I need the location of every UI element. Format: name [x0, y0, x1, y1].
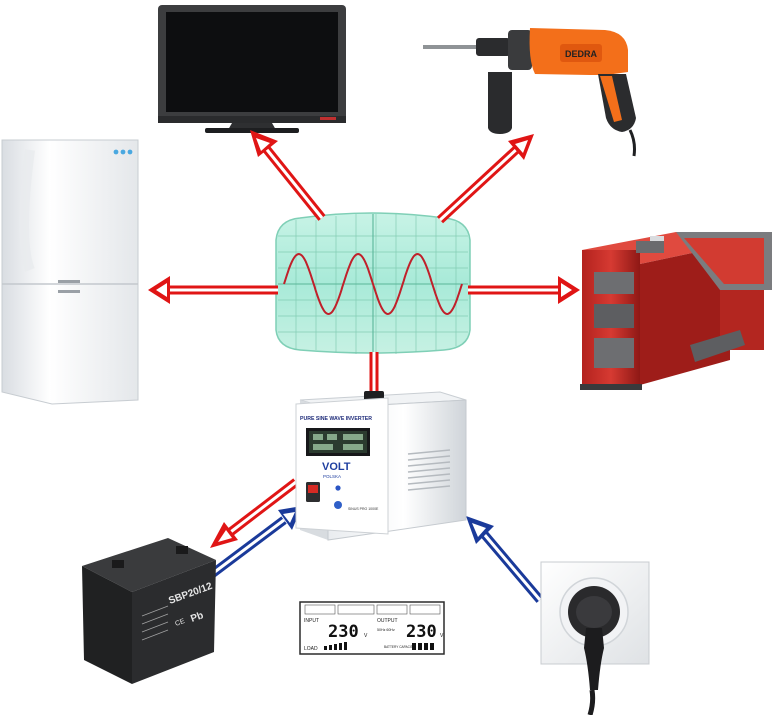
arrow-from-battery — [209, 506, 302, 578]
lcd-input-value: 230 — [328, 622, 359, 642]
battery-icon: SBP20/12 CE Pb — [82, 538, 216, 684]
inverter-brand-sub: POLSKA — [323, 474, 341, 479]
battery-chemistry-label: Pb — [189, 610, 205, 625]
lcd-battery-label: BATTERY CAPACITY — [384, 645, 416, 649]
arrow-to-tv — [250, 130, 326, 221]
lcd-output-value: 230 — [406, 622, 437, 642]
drill-icon: DEDRA — [423, 28, 636, 157]
boiler-icon — [580, 232, 772, 390]
arrow-to-battery — [210, 478, 299, 548]
inverter-brand-main: VOLT — [322, 461, 351, 473]
socket-icon — [540, 561, 650, 716]
lcd-output-label: OUTPUT — [377, 618, 398, 624]
lcd-panel-icon: INPUT 230 V OUTPUT 50Hz 60Hz 230 V LOAD … — [299, 601, 445, 655]
sine-wave — [283, 252, 463, 316]
lcd-output-unit: V — [440, 633, 444, 639]
lcd-frequency: 50Hz 60Hz — [377, 628, 395, 632]
inverter-icon: PURE SINE WAVE INVERTER VOLT POLSKA SINU… — [295, 391, 467, 541]
lcd-input-unit: V — [364, 633, 368, 639]
inverter-heading: PURE SINE WAVE INVERTER — [300, 416, 372, 422]
arrow-from-socket — [466, 516, 544, 603]
inverter-model-label: SINUS PRO 1000E — [348, 507, 379, 511]
tv-icon — [158, 5, 346, 133]
arrow-to-boiler — [468, 276, 580, 304]
arrow-to-drill — [436, 134, 534, 224]
lcd-battery-bars — [412, 643, 434, 650]
fridge-icon — [1, 139, 139, 405]
drill-brand-label: DEDRA — [565, 49, 598, 59]
arrow-to-fridge — [148, 276, 278, 304]
oscilloscope-icon — [275, 212, 471, 354]
arrows — [148, 130, 580, 603]
lcd-load-label: LOAD — [304, 646, 318, 652]
lcd-load-bars — [324, 642, 347, 650]
lcd-input-label: INPUT — [304, 618, 319, 624]
battery-ce-mark: CE — [174, 618, 186, 628]
